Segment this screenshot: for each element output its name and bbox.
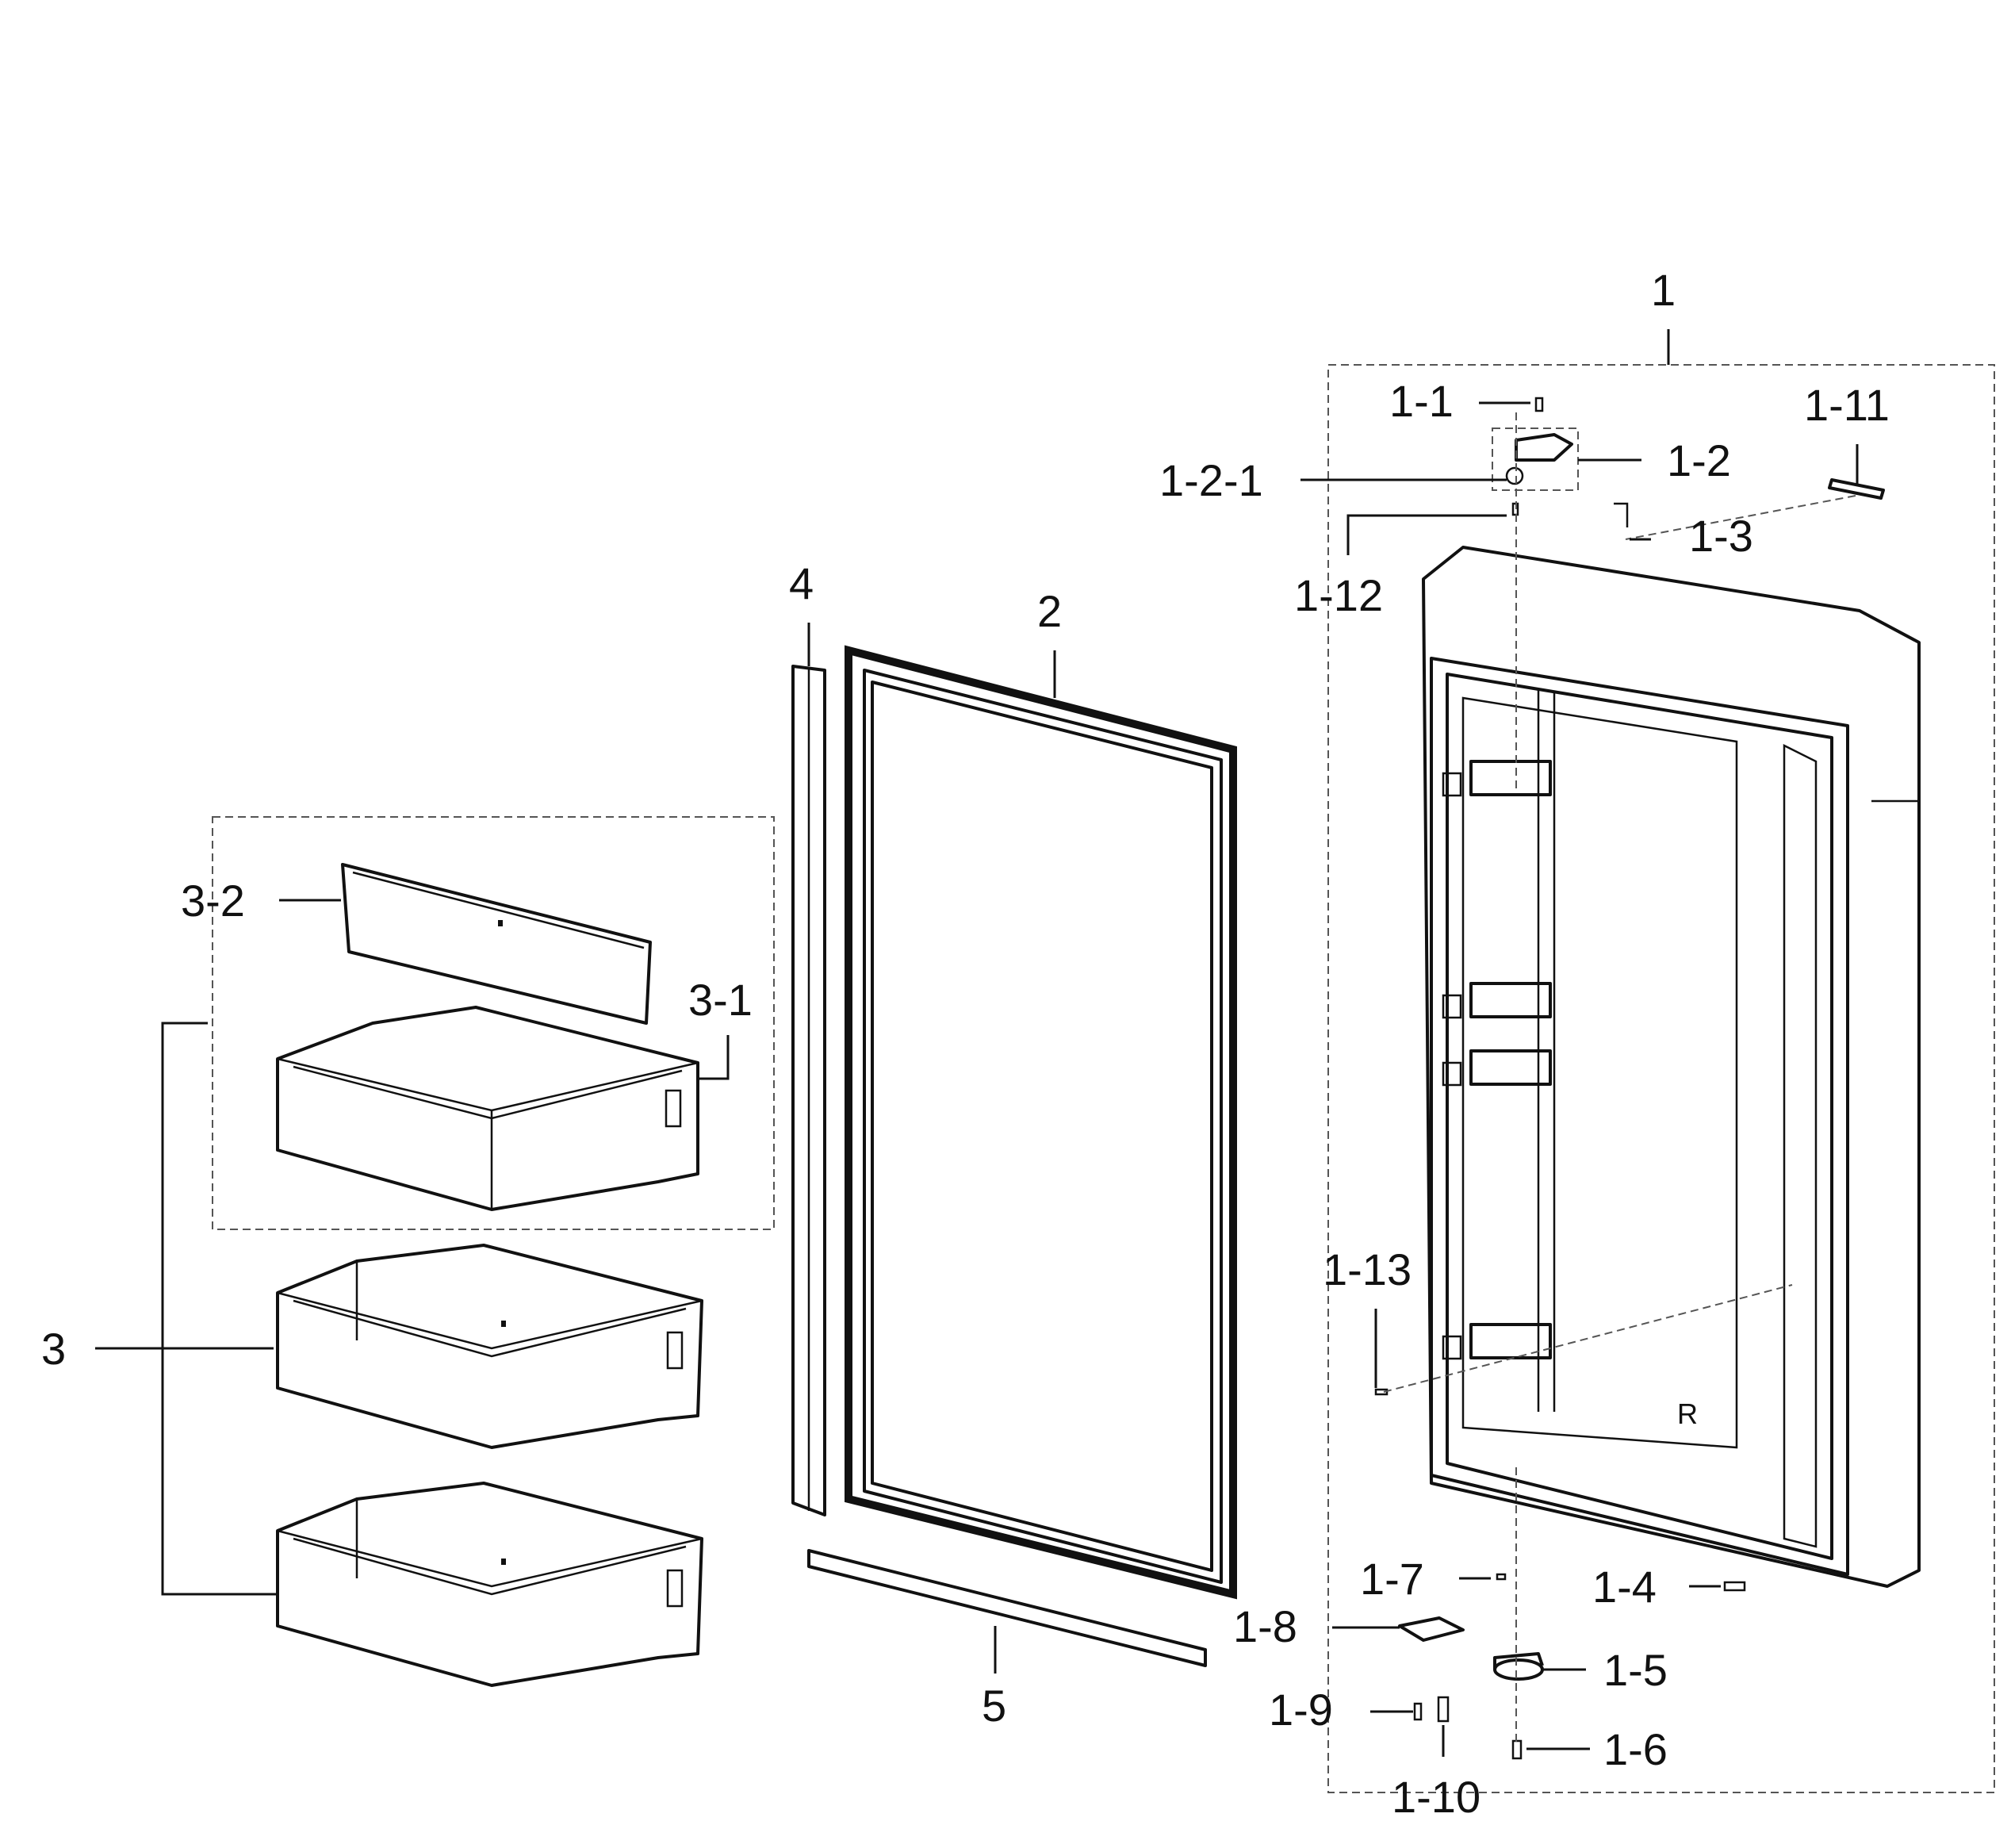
label-1-10: 1-10 <box>1392 1772 1480 1822</box>
label-3-1: 3-1 <box>688 975 753 1025</box>
cap-1-4 <box>1723 1581 1746 1592</box>
label-3: 3 <box>41 1324 66 1374</box>
label-1-2: 1-2 <box>1667 435 1731 485</box>
hinge-bottom <box>1493 1652 1544 1681</box>
label-1-8: 1-8 <box>1233 1601 1297 1651</box>
pin-1-10 <box>1437 1696 1450 1723</box>
door-gasket <box>845 645 1237 1600</box>
label-1-5: 1-5 <box>1603 1645 1668 1695</box>
cover-plate <box>1828 478 1885 500</box>
side-strip <box>791 665 826 1516</box>
label-1-9: 1-9 <box>1269 1685 1333 1735</box>
label-5: 5 <box>982 1681 1006 1731</box>
door-bin-top <box>276 1006 699 1211</box>
label-1-4: 1-4 <box>1592 1562 1657 1612</box>
label-2: 2 <box>1037 586 1062 636</box>
screw-1-1 <box>1534 397 1544 412</box>
label-1-7: 1-7 <box>1360 1554 1424 1604</box>
screw-1-13 <box>1374 1388 1389 1396</box>
bin-guard <box>341 863 652 1025</box>
washer-1-7 <box>1496 1573 1507 1581</box>
label-1-11: 1-11 <box>1804 380 1890 430</box>
screw-1-6 <box>1511 1739 1523 1760</box>
door-bin-bottom <box>276 1482 703 1687</box>
label-1-6: 1-6 <box>1603 1724 1668 1774</box>
spring-pin <box>1614 502 1629 527</box>
door-bin-middle <box>276 1244 703 1449</box>
door-frame <box>1422 546 1921 1588</box>
label-3-2: 3-2 <box>181 876 245 926</box>
label-1-13: 1-13 <box>1323 1244 1412 1294</box>
group-3-bracket <box>161 1022 278 1596</box>
hinge-plate <box>1398 1616 1465 1642</box>
label-1: 1 <box>1651 265 1676 315</box>
label-1-2-1: 1-2-1 <box>1159 455 1263 505</box>
label-1-12: 1-12 <box>1294 570 1383 620</box>
label-1-3: 1-3 <box>1689 511 1753 561</box>
bin-assembly-group-box <box>212 816 775 1230</box>
screw-1-9 <box>1413 1702 1423 1721</box>
frame-r-mark: R <box>1677 1398 1698 1430</box>
bottom-strip <box>807 1549 1207 1667</box>
label-4: 4 <box>789 558 814 608</box>
door-assembly-group-box <box>1327 364 1995 1793</box>
label-1-1: 1-1 <box>1389 376 1454 426</box>
